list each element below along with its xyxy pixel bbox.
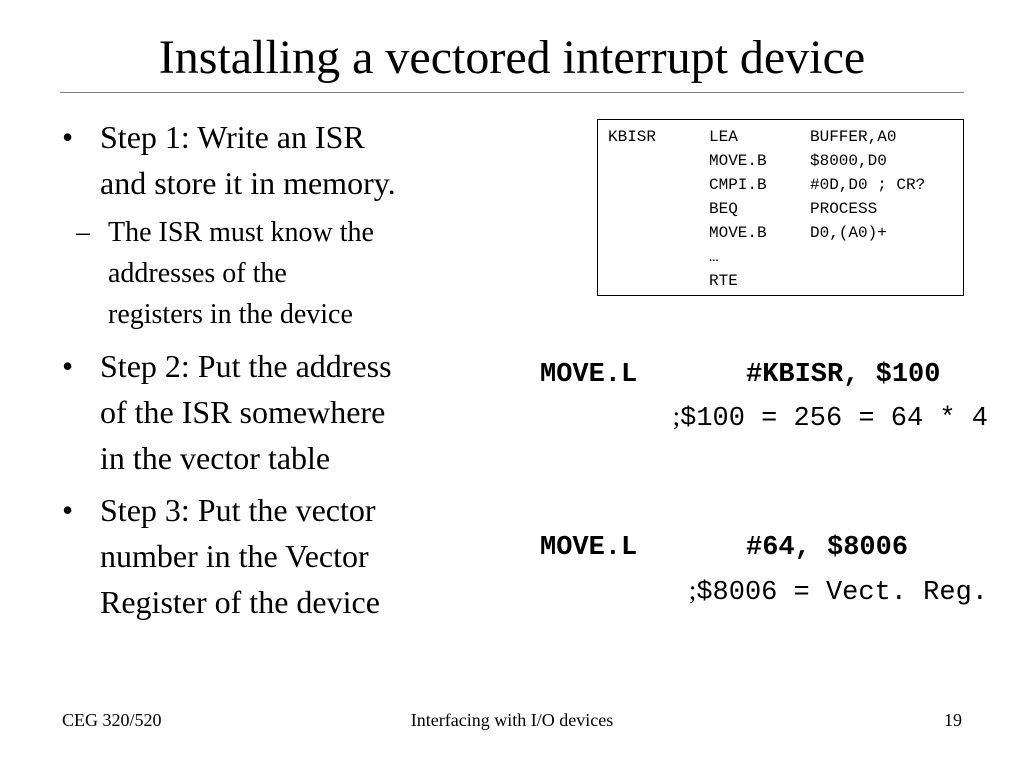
code-line: BEQ PROCESS <box>608 197 877 221</box>
code-line: CMPI.B #0D,D0 ; CR? <box>608 173 925 197</box>
instruction-comment: ;$8006 = Vect. Reg. <box>689 572 988 611</box>
comment-text: $100 = 256 = 64 * 4 <box>680 404 988 434</box>
bullet-line: Register of the device <box>100 584 380 620</box>
instruction-opcode: MOVE.L <box>540 360 638 390</box>
instruction-operands: #KBISR, $100 <box>746 360 941 390</box>
code-line: MOVE.B $8000,D0 <box>608 149 887 173</box>
code-label: KBISR <box>608 128 657 146</box>
code-operands: BUFFER,A0 <box>810 128 897 146</box>
code-opcode: CMPI.B <box>709 176 767 194</box>
sub-bullet: – The ISR must know the addresses of the… <box>62 212 482 335</box>
code-opcode: MOVE.B <box>709 224 767 242</box>
bullet-line: number in the Vector <box>100 538 369 574</box>
code-operands: #0D,D0 ; CR? <box>810 176 926 194</box>
bullet-step-1: • Step 1: Write an ISR and store it in m… <box>62 114 482 206</box>
instruction-opcode: MOVE.L <box>540 533 638 563</box>
slide-title: Installing a vectored interrupt device <box>158 31 866 84</box>
footer-topic: Interfacing with I/O devices <box>410 710 614 730</box>
bullet-line: Step 3: Put the vector <box>100 492 376 528</box>
bullet-line: Step 2: Put the address <box>100 348 392 384</box>
instruction-move-vector: MOVE.L #64, $8006 <box>540 530 908 566</box>
code-opcode: LEA <box>709 128 738 146</box>
bullet-step-3: • Step 3: Put the vector number in the V… <box>62 487 482 625</box>
bullet-marker: • <box>62 348 74 384</box>
instruction-operands: #64, $8006 <box>746 533 909 563</box>
code-operands: $8000,D0 <box>810 152 887 170</box>
bullet-marker: • <box>62 119 74 155</box>
code-opcode: MOVE.B <box>709 152 767 170</box>
comment-semicolon: ; <box>672 401 681 431</box>
code-line: MOVE.B D0,(A0)+ <box>608 221 887 245</box>
code-line: RTE <box>608 269 810 293</box>
code-operands: PROCESS <box>810 200 878 218</box>
comment-semicolon: ; <box>688 575 697 605</box>
bullet-line: in the vector table <box>100 440 331 476</box>
comment-text: $8006 = Vect. Reg. <box>696 578 988 608</box>
bullet-marker: • <box>62 492 74 528</box>
code-opcode: BEQ <box>709 200 738 218</box>
code-opcode: RTE <box>709 272 738 290</box>
footer-course: CEG 320/520 <box>62 710 162 730</box>
title-divider <box>60 92 964 93</box>
slide-number: 19 <box>944 710 962 730</box>
code-operands: D0,(A0)+ <box>810 224 887 242</box>
sub-bullet-line: registers in the device <box>108 299 353 330</box>
code-line: KBISR LEA BUFFER,A0 <box>608 125 896 149</box>
instruction-move-kbisr: MOVE.L #KBISR, $100 <box>540 357 940 393</box>
bullet-line: of the ISR somewhere <box>100 394 386 430</box>
sub-bullet-line: The ISR must know the <box>108 217 374 248</box>
code-listing-box: KBISR LEA BUFFER,A0 MOVE.B $8000,D0 CMPI.B #… <box>597 119 964 296</box>
instruction-comment: ;$100 = 256 = 64 * 4 <box>673 398 988 437</box>
bullet-line: Step 1: Write an ISR <box>100 119 365 155</box>
code-line: … <box>608 245 810 269</box>
code-opcode: … <box>709 248 719 266</box>
bullet-line: and store it in memory. <box>100 165 396 201</box>
sub-bullet-line: addresses of the <box>108 258 287 289</box>
bullet-step-2: • Step 2: Put the address of the ISR som… <box>62 343 482 481</box>
bullet-list: • Step 1: Write an ISR and store it in m… <box>62 114 482 631</box>
sub-bullet-marker: – <box>76 217 90 248</box>
